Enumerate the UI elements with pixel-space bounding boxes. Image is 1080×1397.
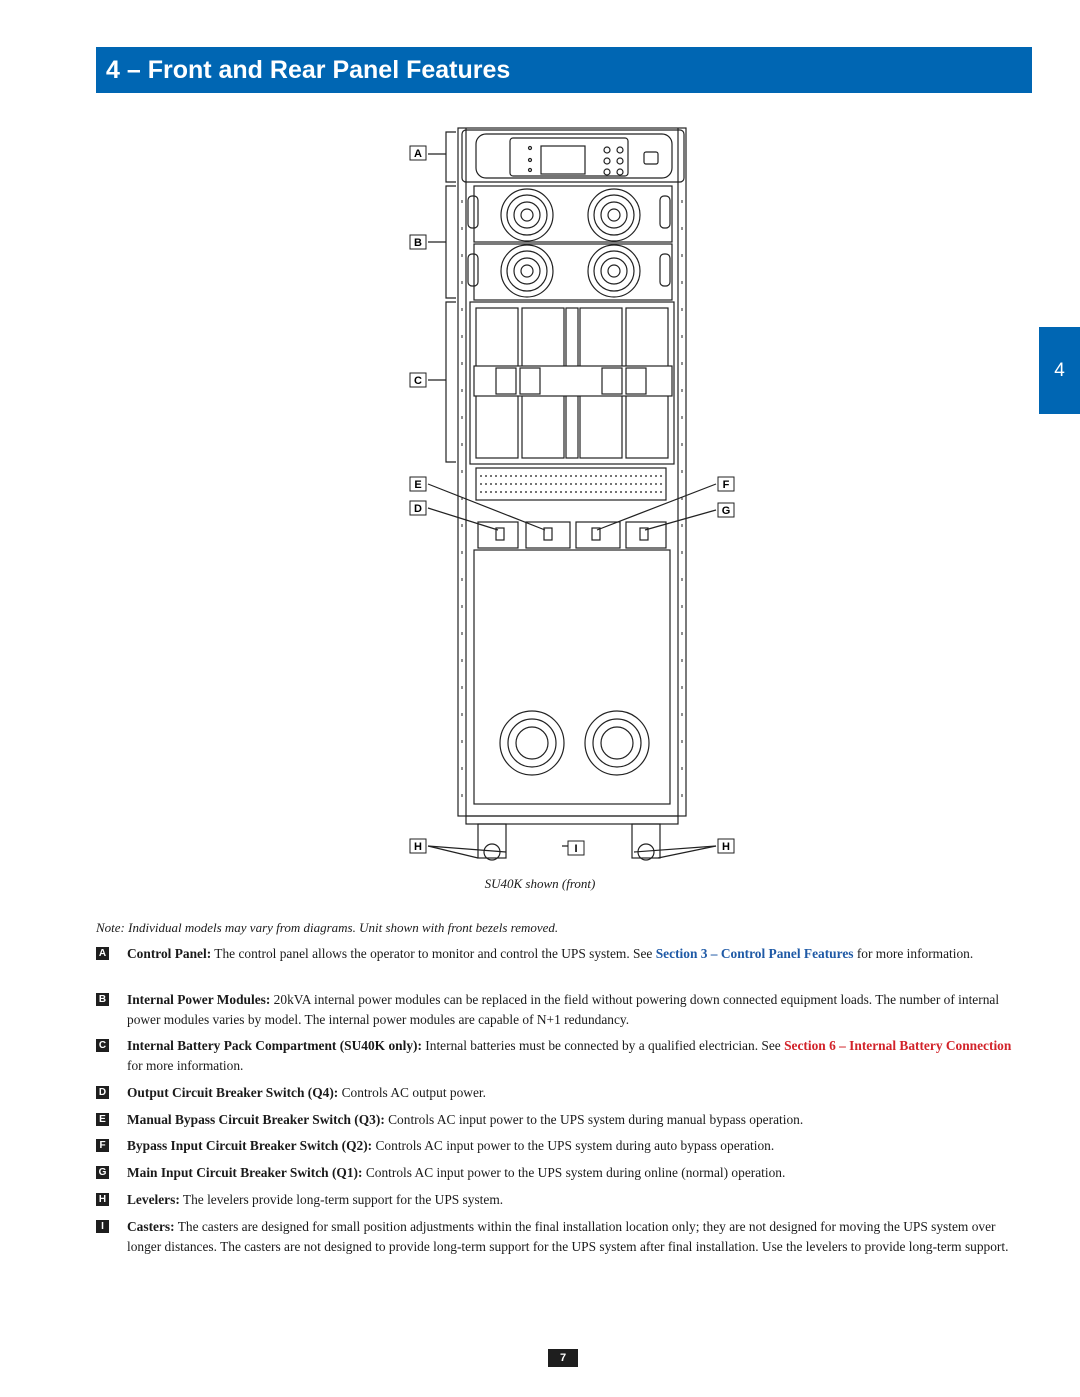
item-e: E Manual Bypass Circuit Breaker Switch (… bbox=[96, 1110, 1016, 1130]
label-h-right: H bbox=[722, 841, 730, 853]
breaker-q4 bbox=[477, 521, 519, 549]
note: Note: Individual models may vary from di… bbox=[96, 920, 559, 935]
leveler-left bbox=[477, 823, 507, 859]
vent-grille bbox=[475, 467, 667, 501]
cabinet-outline bbox=[457, 127, 687, 817]
link-section-3[interactable]: Section 3 – Control Panel Features bbox=[655, 946, 854, 961]
ups-front-diagram: A B C E D F G H I H bbox=[409, 127, 735, 861]
power-module-1 bbox=[473, 185, 673, 243]
label-g: G bbox=[722, 505, 731, 517]
chapter-tab: 4 bbox=[1039, 327, 1080, 414]
breaker-q1 bbox=[625, 521, 667, 549]
label-b: B bbox=[414, 237, 422, 249]
label-e: E bbox=[414, 479, 421, 491]
item-h: H Levelers: The levelers provide long-te… bbox=[96, 1190, 1016, 1210]
item-i: I Casters: The casters are designed for … bbox=[96, 1217, 1016, 1256]
breaker-q3 bbox=[525, 521, 571, 549]
lower-fans bbox=[499, 710, 650, 776]
control-panel-lcd bbox=[540, 145, 586, 175]
lower-panel bbox=[473, 549, 671, 805]
label-i: I bbox=[574, 843, 577, 855]
item-g: G Main Input Circuit Breaker Switch (Q1)… bbox=[96, 1163, 1016, 1183]
item-f: F Bypass Input Circuit Breaker Switch (Q… bbox=[96, 1136, 1016, 1156]
item-b: B Internal Power Modules: 20kVA internal… bbox=[96, 990, 1016, 1029]
battery-compartment bbox=[469, 301, 675, 465]
link-section-6[interactable]: Section 6 – Internal Battery Connection bbox=[784, 1038, 1012, 1053]
item-c: C Internal Battery Pack Compartment (SU4… bbox=[96, 1036, 1016, 1075]
power-module-2 bbox=[473, 243, 673, 301]
label-a: A bbox=[414, 148, 422, 160]
leveler-right bbox=[631, 823, 661, 859]
label-c: C bbox=[414, 375, 422, 387]
figure-caption: SU40K shown (front) bbox=[484, 876, 596, 891]
control-panel bbox=[461, 129, 685, 183]
label-h-left: H bbox=[414, 841, 422, 853]
section-header: 4 – Front and Rear Panel Features bbox=[96, 47, 1032, 93]
breaker-q2 bbox=[575, 521, 621, 549]
item-d: D Output Circuit Breaker Switch (Q4): Co… bbox=[96, 1083, 1016, 1103]
module-fans bbox=[500, 188, 641, 298]
label-d: D bbox=[414, 503, 422, 515]
page-number: 7 bbox=[548, 1349, 578, 1367]
section-title: 4 – Front and Rear Panel Features bbox=[106, 56, 511, 84]
label-f: F bbox=[723, 479, 730, 491]
item-a: A Control Panel: The control panel allow… bbox=[96, 944, 1016, 964]
